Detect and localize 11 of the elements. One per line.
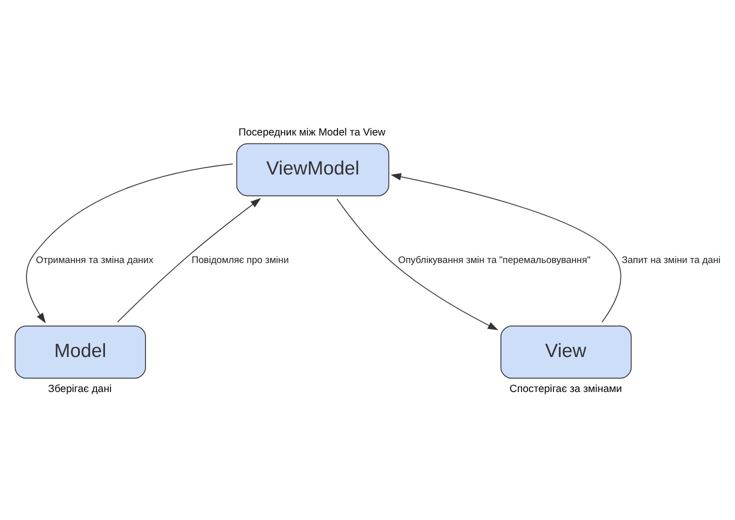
edge-label: Отримання та зміна даних — [36, 254, 154, 266]
edge-label: Повідомляє про зміни — [192, 254, 289, 266]
edge-label: Запит на зміни та дані — [622, 254, 721, 266]
node-label: Спостерігає за змінами — [510, 383, 622, 394]
arrow — [117, 198, 261, 322]
arrow — [390, 172, 622, 322]
node-label: Посередник між Model та View — [238, 126, 386, 138]
arrow — [336, 198, 498, 330]
node-label: Зберігає дані — [48, 383, 112, 394]
edge-label: Опублікування змін та "перемальовування" — [398, 254, 591, 266]
arrow — [26, 163, 234, 323]
